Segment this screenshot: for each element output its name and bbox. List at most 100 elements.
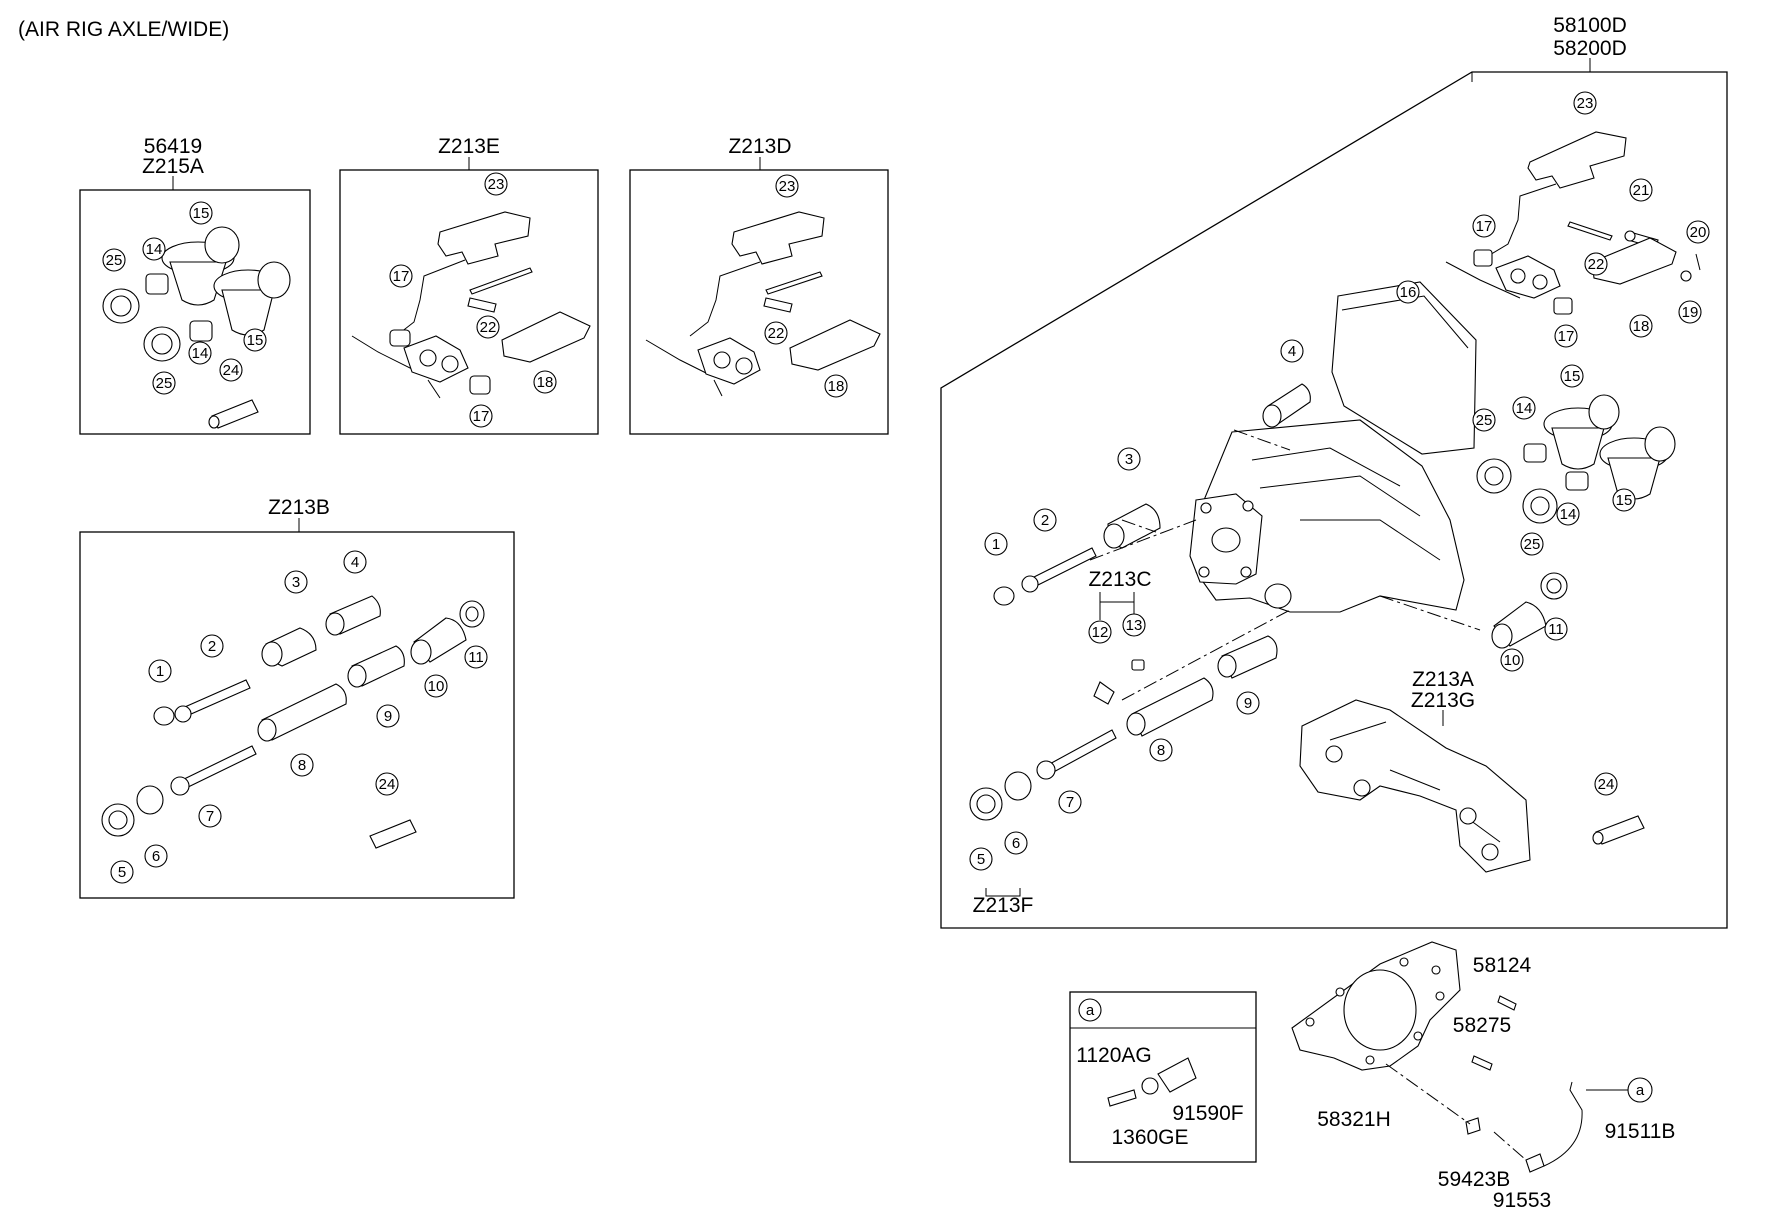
callout-14b[interactable]: 14 bbox=[188, 341, 212, 365]
callout-17b-e[interactable]: 17 bbox=[469, 404, 493, 428]
callout-20[interactable]: 20 bbox=[1686, 220, 1710, 244]
svg-text:18: 18 bbox=[1633, 318, 1650, 335]
callout-14c[interactable]: 14 bbox=[1512, 396, 1536, 420]
svg-text:25: 25 bbox=[1476, 412, 1493, 429]
svg-text:12: 12 bbox=[1092, 624, 1109, 641]
callout-17a[interactable]: 17 bbox=[1472, 214, 1496, 238]
svg-text:18: 18 bbox=[828, 378, 845, 395]
tube-8-b bbox=[257, 683, 347, 742]
callout-12[interactable]: 12 bbox=[1088, 620, 1112, 644]
boot-15c bbox=[1543, 394, 1620, 470]
callout-22[interactable]: 22 bbox=[1584, 252, 1608, 276]
brake-pad-16 bbox=[1331, 281, 1477, 455]
callout-16[interactable]: 16 bbox=[1396, 280, 1420, 304]
kit-z213e[interactable]: Z213E 23 17 22 18 17 bbox=[339, 135, 599, 435]
cap-1 bbox=[993, 586, 1015, 606]
svg-text:24: 24 bbox=[379, 776, 396, 793]
callout-6-b[interactable]: 6 bbox=[144, 844, 168, 868]
inset-a[interactable]: a 1120AG 1360GE 91590F bbox=[1069, 991, 1257, 1163]
callout-11-b[interactable]: 11 bbox=[464, 645, 488, 669]
callout-24[interactable]: 24 bbox=[1594, 772, 1618, 796]
callout-15d[interactable]: 15 bbox=[1612, 488, 1636, 512]
kit-z213b[interactable]: Z213B 1 2 3 4 11 10 9 8 7 6 5 24 bbox=[79, 496, 515, 899]
retainer-18-d bbox=[789, 319, 881, 371]
boot-15a bbox=[161, 226, 240, 306]
svg-text:17: 17 bbox=[393, 268, 410, 285]
callout-10[interactable]: 10 bbox=[1500, 648, 1524, 672]
callout-5-b[interactable]: 5 bbox=[110, 860, 134, 884]
callout-1-b[interactable]: 1 bbox=[148, 659, 172, 683]
callout-18-e[interactable]: 18 bbox=[533, 370, 557, 394]
carrier-bracket bbox=[1299, 699, 1531, 873]
callout-15c[interactable]: 15 bbox=[1560, 364, 1584, 388]
callout-4[interactable]: 4 bbox=[1280, 339, 1304, 363]
sleeve-59423b bbox=[1465, 1117, 1481, 1135]
callout-9[interactable]: 9 bbox=[1236, 691, 1260, 715]
svg-text:15: 15 bbox=[247, 332, 264, 349]
callout-9-b[interactable]: 9 bbox=[376, 704, 400, 728]
callout-4-b[interactable]: 4 bbox=[343, 550, 367, 574]
callout-1[interactable]: 1 bbox=[984, 532, 1008, 556]
callout-14a[interactable]: 14 bbox=[142, 237, 166, 261]
callout-10-b[interactable]: 10 bbox=[424, 674, 448, 698]
callout-25d[interactable]: 25 bbox=[1520, 532, 1544, 556]
callout-19[interactable]: 19 bbox=[1678, 300, 1702, 324]
label-1360ge: 1360GE bbox=[1111, 1126, 1188, 1149]
kit-z213d[interactable]: Z213D 23 22 18 bbox=[629, 135, 889, 435]
callout-23[interactable]: 23 bbox=[1573, 91, 1597, 115]
callout-24[interactable]: 24 bbox=[219, 358, 243, 382]
callout-22-d[interactable]: 22 bbox=[764, 321, 788, 345]
callout-15a[interactable]: 15 bbox=[189, 201, 213, 225]
backing-plate-group[interactable]: a 58124 58275 58321H 59423B 91553 91511B bbox=[1291, 941, 1675, 1211]
svg-text:24: 24 bbox=[1598, 776, 1615, 793]
boot-15b bbox=[213, 261, 291, 336]
svg-text:15: 15 bbox=[193, 205, 210, 222]
clip-23-d bbox=[731, 211, 825, 265]
callout-7[interactable]: 7 bbox=[1058, 790, 1082, 814]
callout-18-d[interactable]: 18 bbox=[824, 374, 848, 398]
svg-text:1: 1 bbox=[992, 536, 1000, 553]
callout-21[interactable]: 21 bbox=[1629, 178, 1653, 202]
main-assembly[interactable]: 58100D 58200D bbox=[940, 14, 1728, 929]
svg-text:10: 10 bbox=[1504, 652, 1521, 669]
clip-23 bbox=[1527, 131, 1627, 189]
svg-text:6: 6 bbox=[1012, 835, 1020, 852]
callout-24-b[interactable]: 24 bbox=[375, 772, 399, 796]
svg-text:11: 11 bbox=[1548, 621, 1564, 638]
sleeve-3-b bbox=[261, 627, 317, 667]
callout-11[interactable]: 11 bbox=[1544, 617, 1568, 641]
callout-22-e[interactable]: 22 bbox=[476, 315, 500, 339]
callout-14d[interactable]: 14 bbox=[1556, 502, 1580, 526]
callout-7-b[interactable]: 7 bbox=[198, 804, 222, 828]
callout-23-e[interactable]: 23 bbox=[484, 172, 508, 196]
callout-15b[interactable]: 15 bbox=[243, 328, 267, 352]
callout-13[interactable]: 13 bbox=[1122, 613, 1146, 637]
callout-17b[interactable]: 17 bbox=[1554, 324, 1578, 348]
callout-3[interactable]: 3 bbox=[1117, 447, 1141, 471]
callout-18[interactable]: 18 bbox=[1629, 314, 1653, 338]
svg-text:5: 5 bbox=[118, 864, 126, 881]
callout-17a-e[interactable]: 17 bbox=[389, 264, 413, 288]
callout-25b[interactable]: 25 bbox=[152, 371, 176, 395]
callout-8[interactable]: 8 bbox=[1149, 738, 1173, 762]
diagram-title: (AIR RIG AXLE/WIDE) bbox=[18, 18, 229, 41]
callout-25c[interactable]: 25 bbox=[1472, 408, 1496, 432]
callout-23-d[interactable]: 23 bbox=[775, 174, 799, 198]
main-assembly-frame bbox=[940, 71, 1728, 929]
callout-2-b[interactable]: 2 bbox=[200, 634, 224, 658]
bolt-2-b bbox=[174, 679, 251, 723]
kit-56419[interactable]: 56419 Z215A 15 14 25 14 15 25 24 bbox=[79, 135, 311, 435]
callout-2[interactable]: 2 bbox=[1033, 508, 1057, 532]
svg-text:14: 14 bbox=[1560, 506, 1577, 523]
clip-20 bbox=[1695, 253, 1701, 271]
callout-5[interactable]: 5 bbox=[969, 847, 993, 871]
callout-a-ref[interactable]: a bbox=[1627, 1077, 1653, 1103]
callout-8-b[interactable]: 8 bbox=[290, 753, 314, 777]
label-1120ag: 1120AG bbox=[1076, 1044, 1152, 1067]
callout-6[interactable]: 6 bbox=[1004, 831, 1028, 855]
svg-text:25: 25 bbox=[156, 375, 173, 392]
label-58275: 58275 bbox=[1453, 1014, 1511, 1037]
callout-25a[interactable]: 25 bbox=[102, 248, 126, 272]
sensor-cable bbox=[1543, 1081, 1583, 1167]
callout-3-b[interactable]: 3 bbox=[284, 570, 308, 594]
